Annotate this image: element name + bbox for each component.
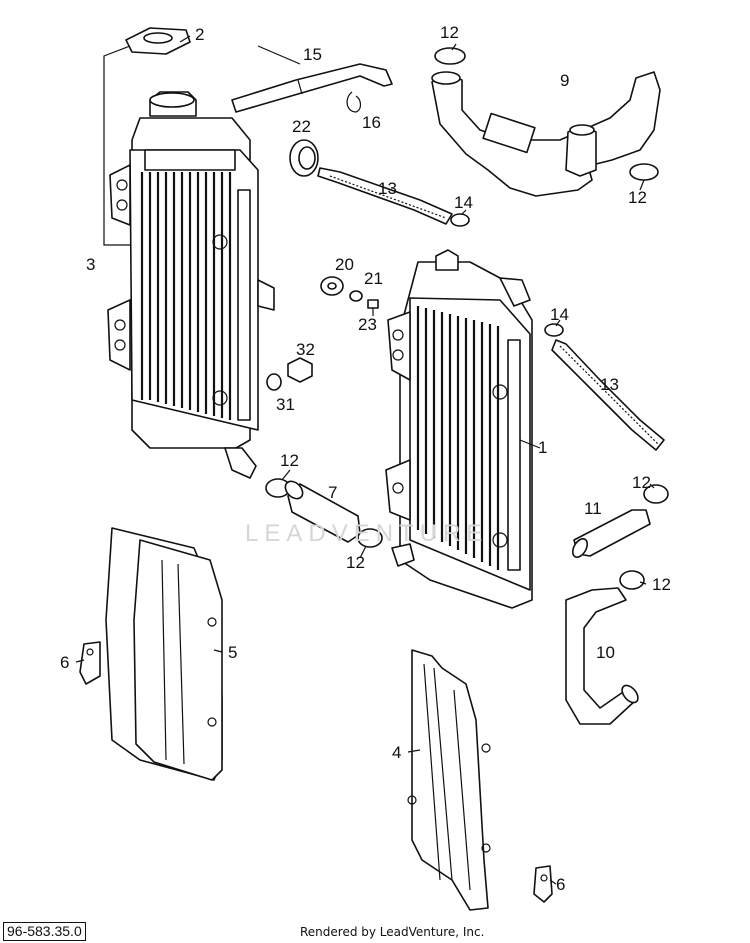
washer[interactable]: [349, 290, 363, 302]
hose-clamp-top-right[interactable]: [629, 163, 659, 181]
callout-12e: 12: [632, 473, 651, 492]
callout-3: 3: [86, 255, 95, 274]
callout-21: 21: [364, 269, 383, 288]
callout-9: 9: [560, 71, 569, 90]
callout-1: 1: [538, 438, 547, 457]
callout-2: 2: [195, 25, 204, 44]
callout-4: 4: [392, 743, 401, 762]
radiator-louver-left[interactable]: [105, 527, 223, 781]
callout-6b: 6: [556, 875, 565, 894]
braided-hose-upper[interactable]: [317, 167, 453, 225]
callout-15: 15: [303, 45, 322, 64]
hose-clamp-lower-right[interactable]: [619, 570, 645, 590]
mounting-bracket-left[interactable]: [79, 641, 101, 685]
y-shaped-hose[interactable]: [431, 71, 661, 197]
callout-12a: 12: [440, 23, 459, 42]
o-ring[interactable]: [266, 373, 282, 391]
radiator-cap[interactable]: [125, 27, 191, 55]
radiator-louver-right[interactable]: [407, 649, 491, 911]
callout-10: 10: [596, 643, 615, 662]
grommet[interactable]: [289, 139, 319, 177]
callout-5: 5: [228, 643, 237, 662]
callout-22: 22: [292, 117, 311, 136]
leader-lines: [75, 35, 655, 885]
short-hose-left[interactable]: [282, 478, 361, 543]
callout-7: 7: [328, 483, 337, 502]
overflow-hose[interactable]: [231, 63, 393, 113]
hose-clamp-mid-left-lower[interactable]: [357, 528, 383, 548]
callout-labels: 2 3 15 16 22 13 14 12 9 12 20 21 23 32 3…: [60, 23, 671, 894]
callout-20: 20: [335, 255, 354, 274]
callout-11: 11: [584, 499, 602, 518]
callout-14b: 14: [550, 305, 569, 324]
hose-clamp-mid-right-upper[interactable]: [643, 484, 669, 504]
callout-31: 31: [276, 395, 295, 414]
left-radiator-fins: [140, 172, 232, 420]
callout-12d: 12: [346, 553, 365, 572]
drain-plug[interactable]: [287, 357, 313, 383]
callout-23: 23: [358, 315, 377, 334]
hose-clip-small[interactable]: [346, 91, 362, 113]
callout-13a: 13: [378, 179, 397, 198]
screw[interactable]: [367, 299, 379, 316]
callout-16: 16: [362, 113, 381, 132]
callout-14a: 14: [454, 193, 473, 212]
callout-12c: 12: [280, 451, 299, 470]
hose-clamp-small-upper[interactable]: [450, 213, 470, 227]
rubber-bushing[interactable]: [320, 276, 344, 296]
callout-12b: 12: [628, 188, 647, 207]
mounting-bracket-right[interactable]: [533, 865, 553, 903]
hose-clamp-top-left[interactable]: [434, 47, 466, 65]
braided-hose-right[interactable]: [551, 339, 665, 451]
callout-32: 32: [296, 340, 315, 359]
render-credit: Rendered by LeadVenture, Inc.: [300, 925, 485, 939]
watermark: LEADVENTURE: [245, 520, 489, 547]
callout-6a: 6: [60, 653, 69, 672]
right-radiator[interactable]: [385, 249, 533, 609]
left-radiator[interactable]: [107, 91, 275, 479]
hose-clamp-small-right[interactable]: [544, 323, 564, 337]
short-hose-right[interactable]: [570, 509, 651, 560]
diagram-id-box: 96-583.35.0: [3, 922, 86, 941]
bent-hose[interactable]: [565, 587, 641, 725]
callout-13b: 13: [600, 375, 619, 394]
right-radiator-fins: [416, 306, 500, 570]
callout-12f: 12: [652, 575, 671, 594]
